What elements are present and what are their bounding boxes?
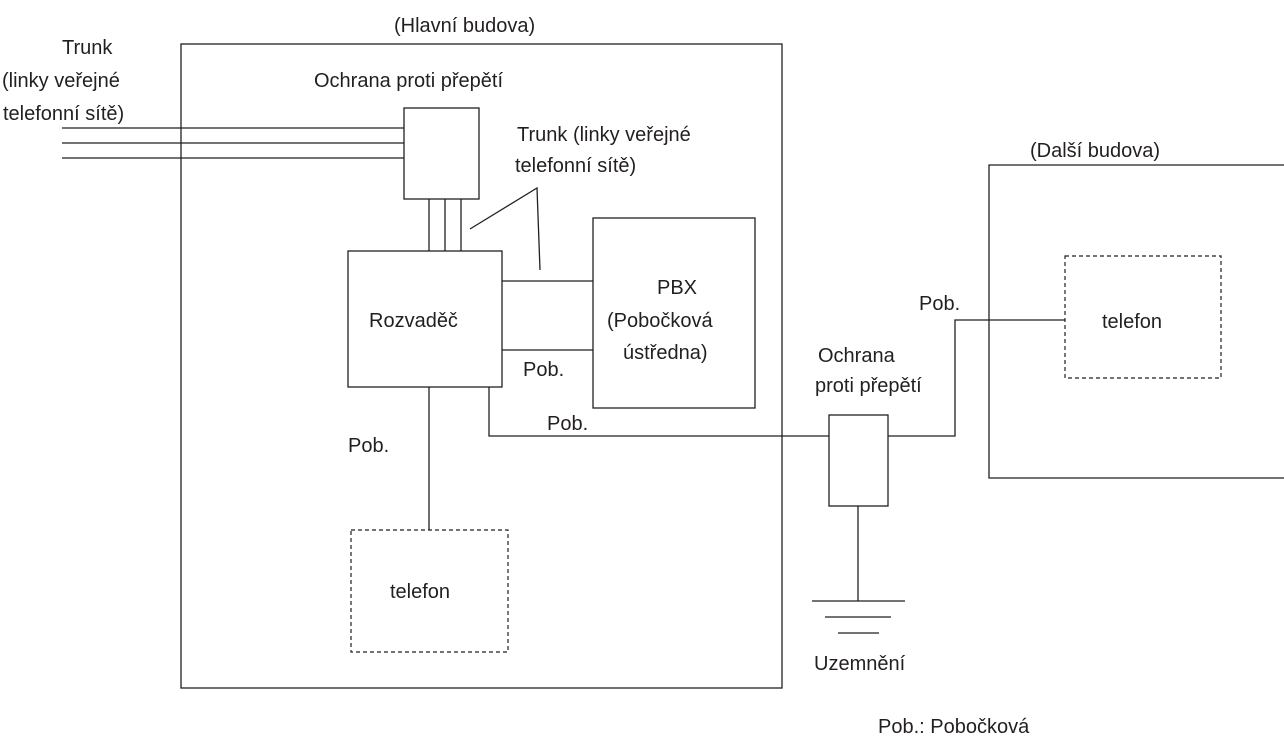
surge-top-label: Ochrana proti přepětí <box>314 70 503 92</box>
ext-label-pbx: Pob. <box>523 359 564 381</box>
pbx-label-2: (Pobočková <box>607 310 713 332</box>
trunk-outside-label-3: telefonní sítě) <box>3 103 124 125</box>
phone-other-label: telefon <box>1102 311 1162 333</box>
distribution-label: Rozvaděč <box>369 310 458 332</box>
trunk-inside-label-2: telefonní sítě) <box>515 155 636 177</box>
phone-internal-box <box>350 529 509 653</box>
surge-mid-label-2: proti přepětí <box>815 375 922 397</box>
ext-label-phone: Pob. <box>348 435 389 457</box>
phone-other-box <box>1064 255 1222 379</box>
pbx-label-3: ústředna) <box>623 342 708 364</box>
trunk-inside-label-1: Trunk (linky veřejné <box>517 124 691 146</box>
ext-label-outside: Pob. <box>547 413 588 435</box>
ext-label-other: Pob. <box>919 293 960 315</box>
pbx-label-1: PBX <box>657 277 697 299</box>
pbx-box <box>592 217 756 409</box>
footnote-label: Pob.: Pobočková <box>878 716 1030 738</box>
main-building-label: (Hlavní budova) <box>394 15 535 37</box>
trunk-outside-label-2: (linky veřejné <box>2 70 120 92</box>
ground-label: Uzemnění <box>814 653 906 675</box>
phone-internal-label: telefon <box>390 581 450 603</box>
surge-protector-top <box>403 107 480 200</box>
trunk-outside-label-1: Trunk <box>62 37 113 59</box>
trunk-inside-pointer <box>469 186 541 271</box>
distribution-box <box>347 250 503 388</box>
surge-phone-line <box>888 319 1065 437</box>
surge-mid-label-1: Ochrana <box>818 345 896 367</box>
other-building-label: (Další budova) <box>1030 140 1160 162</box>
other-building-outline <box>988 164 1284 479</box>
surge-protector-mid <box>828 414 889 507</box>
dist-surge-line <box>488 387 829 437</box>
